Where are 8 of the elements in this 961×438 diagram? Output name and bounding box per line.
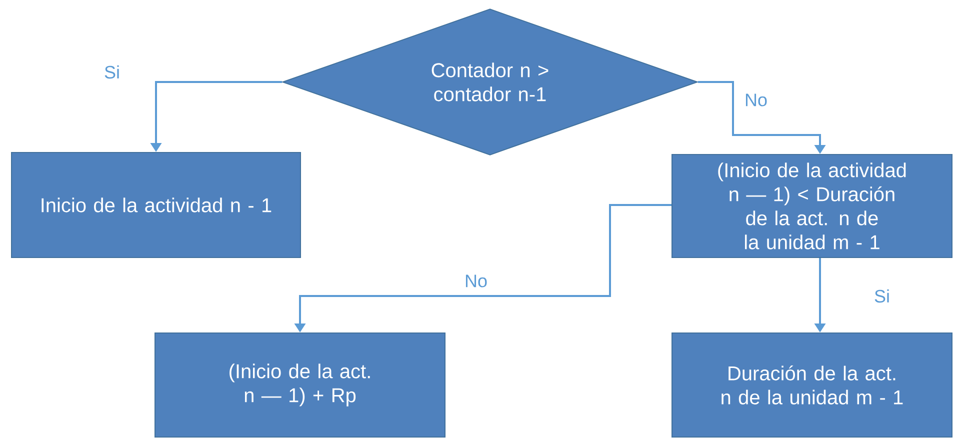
process-box: Duración de la act. n de la unidad m - 1 [672, 332, 952, 438]
edge-label: Si [872, 287, 892, 305]
edge-label: No [462, 272, 490, 290]
process-box: (Inicio de la actividad n — 1) < Duración de la act. n de la unidad m - 1 [672, 154, 952, 258]
edge-label: Si [102, 63, 122, 81]
process-box: Inicio de la actividad n - 1 [11, 152, 301, 258]
process-box: (Inicio de la act. n — 1) + Rp [154, 332, 446, 438]
edge-label: No [742, 92, 770, 108]
